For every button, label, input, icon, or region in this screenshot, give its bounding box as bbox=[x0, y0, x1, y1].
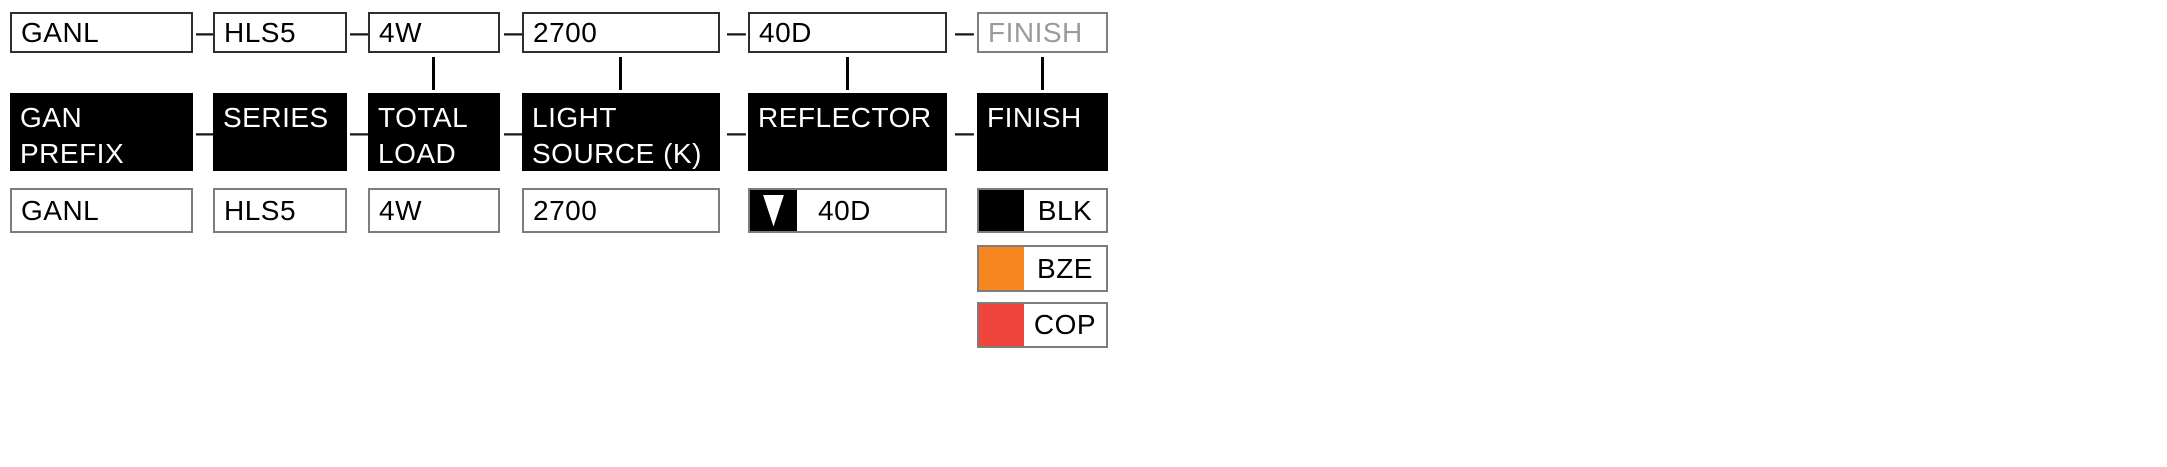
label-separator-dash: – bbox=[955, 113, 974, 151]
finish-option-label: BZE bbox=[1037, 252, 1093, 284]
connector-line bbox=[846, 57, 849, 90]
finish-option-blk[interactable]: BLK bbox=[977, 188, 1108, 233]
code-separator-dash: – bbox=[196, 13, 215, 51]
light-source-code-box[interactable]: 2700 bbox=[522, 12, 720, 53]
connector-line bbox=[1041, 57, 1044, 90]
series-code-box[interactable]: HLS5 bbox=[213, 12, 347, 53]
total-load-label: TOTAL LOAD bbox=[368, 93, 500, 171]
finish-option-label: BLK bbox=[1037, 194, 1093, 226]
gan-prefix-code-box[interactable]: GANL bbox=[10, 12, 193, 53]
light-source-label: LIGHT SOURCE (K) bbox=[522, 93, 720, 171]
reflector-selected-value: 40D bbox=[818, 194, 871, 226]
cop-color-swatch bbox=[979, 304, 1024, 346]
finish-option-bze[interactable]: BZE bbox=[977, 245, 1108, 292]
connector-line bbox=[619, 57, 622, 90]
label-separator-dash: – bbox=[504, 113, 523, 151]
code-separator-dash: – bbox=[504, 13, 523, 51]
gan-prefix-value-box[interactable]: GANL bbox=[10, 188, 193, 233]
bze-color-swatch bbox=[979, 247, 1024, 290]
series-label: SERIES bbox=[213, 93, 347, 171]
light-source-value-box[interactable]: 2700 bbox=[522, 188, 720, 233]
blk-color-swatch bbox=[979, 190, 1024, 231]
label-separator-dash: – bbox=[196, 113, 215, 151]
series-value-box[interactable]: HLS5 bbox=[213, 188, 347, 233]
dropdown-arrow-icon[interactable] bbox=[750, 190, 797, 231]
reflector-code-box[interactable]: 40D bbox=[748, 12, 947, 53]
finish-option-cop[interactable]: COP bbox=[977, 302, 1108, 348]
finish-code-placeholder-box[interactable]: FINISH bbox=[977, 12, 1108, 53]
label-separator-dash: – bbox=[727, 113, 746, 151]
finish-label: FINISH bbox=[977, 93, 1108, 171]
connector-line bbox=[432, 57, 435, 90]
code-separator-dash: – bbox=[955, 13, 974, 51]
finish-option-label: COP bbox=[1033, 309, 1097, 340]
code-separator-dash: – bbox=[727, 13, 746, 51]
gan-prefix-label: GAN PREFIX bbox=[10, 93, 193, 171]
code-separator-dash: – bbox=[350, 13, 369, 51]
total-load-code-box[interactable]: 4W bbox=[368, 12, 500, 53]
reflector-label: REFLECTOR bbox=[748, 93, 947, 171]
reflector-select[interactable]: 40D bbox=[748, 188, 947, 233]
label-separator-dash: – bbox=[350, 113, 369, 151]
total-load-value-box[interactable]: 4W bbox=[368, 188, 500, 233]
